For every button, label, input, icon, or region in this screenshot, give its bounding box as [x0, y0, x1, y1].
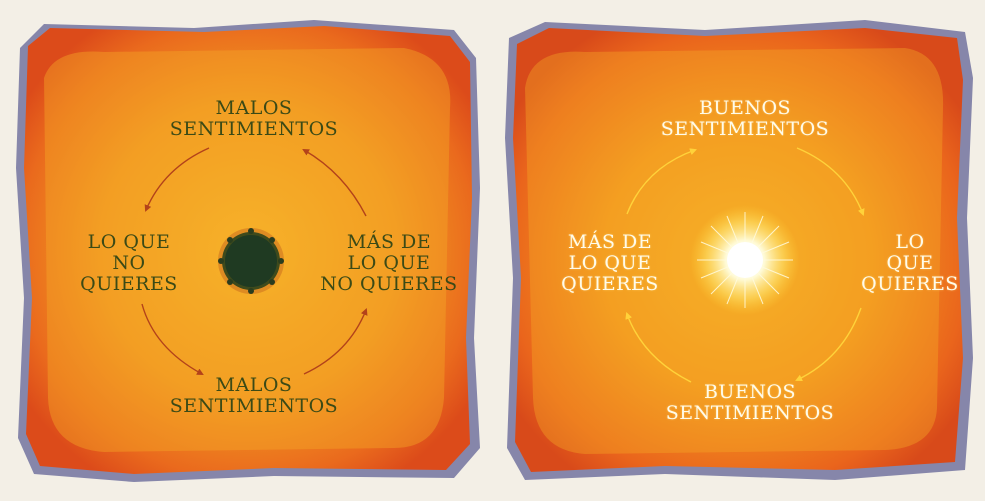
left-arrow-left-to-bottom — [141, 303, 204, 376]
label-bad-feelings-top: MALOS SENTIMIENTOS — [169, 97, 339, 140]
right-arrow-bottom-to-left — [625, 312, 692, 383]
label-bad-feelings-bottom: MALOS SENTIMIENTOS — [169, 374, 339, 417]
label-good-feelings-bottom: BUENOS SENTIMIENTOS — [665, 381, 835, 424]
label-what-you-dont-want: LO QUE NO QUIERES — [80, 231, 178, 295]
label-what-you-want: LO QUE QUIERES — [861, 231, 959, 295]
right-arrow-left-to-top — [626, 148, 697, 215]
dark-sun-icon — [218, 228, 284, 294]
left-arrow-bottom-to-right — [303, 308, 368, 375]
left-arrow-right-to-top — [302, 148, 367, 217]
right-cycle-diagram: BUENOS SENTIMIENTOS LO QUE QUIERES MÁS D… — [505, 18, 975, 484]
bright-starburst-icon — [690, 205, 800, 315]
left-cycle-diagram: MALOS SENTIMIENTOS LO QUE NO QUIERES MÁS… — [14, 18, 484, 484]
left-painted-background — [16, 20, 480, 482]
label-more-of-what-you-dont-want: MÁS DE LO QUE NO QUIERES — [320, 231, 458, 295]
right-arrow-top-to-right — [796, 147, 865, 216]
right-painted-background — [505, 20, 973, 480]
left-arrow-top-to-left — [144, 147, 210, 212]
label-more-of-what-you-want: MÁS DE LO QUE QUIERES — [561, 231, 659, 295]
right-arrow-right-to-bottom — [795, 307, 862, 382]
label-good-feelings-top: BUENOS SENTIMIENTOS — [660, 97, 830, 140]
